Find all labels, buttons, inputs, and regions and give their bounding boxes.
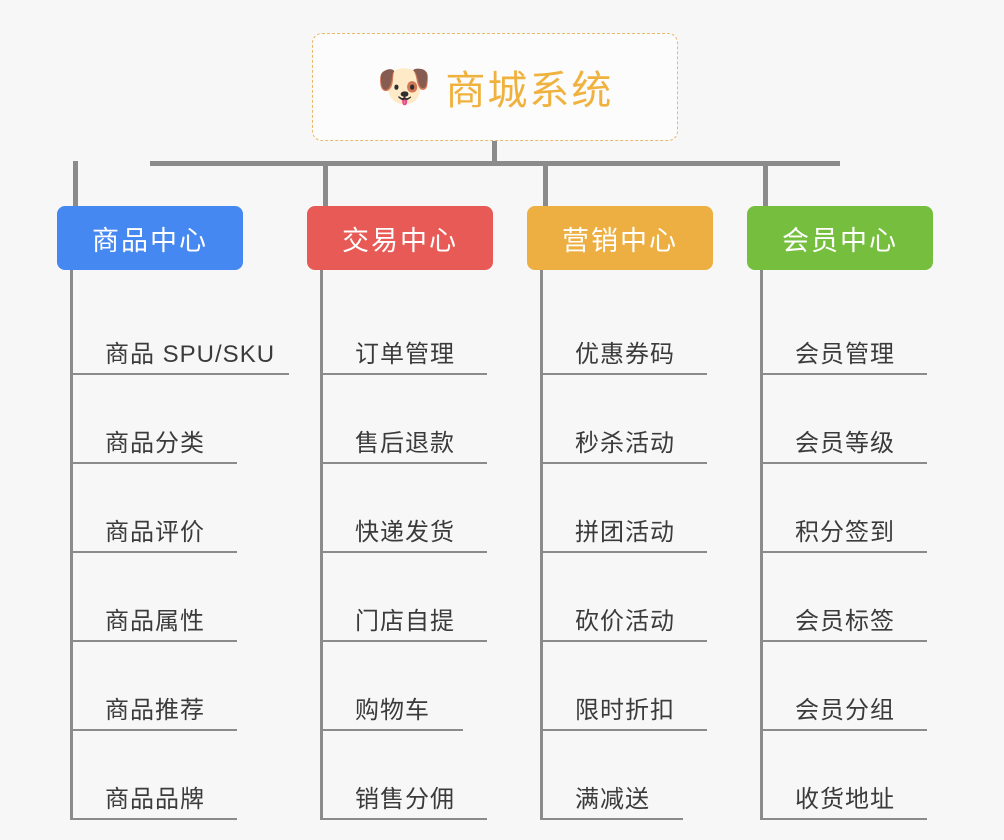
leaf-item[interactable]: 快递发货 [323,464,493,553]
leaf-underline [323,551,487,553]
leaf-item[interactable]: 商品分类 [73,375,243,464]
leaf-underline [323,640,487,642]
leaf-item[interactable]: 商品品牌 [73,731,243,820]
leaf-label: 商品品牌 [105,786,205,813]
leaf-item[interactable]: 销售分佣 [323,731,493,820]
leaf-label: 商品 SPU/SKU [105,341,276,368]
leaf-underline [543,729,707,731]
leaf-item[interactable]: 会员管理 [763,286,933,375]
leaf-label: 订单管理 [355,341,455,368]
leaf-underline [543,462,707,464]
leaf-underline [763,462,927,464]
leaf-item[interactable]: 商品推荐 [73,642,243,731]
leaf-item[interactable]: 会员标签 [763,553,933,642]
root-title: 商城系统 [445,69,614,113]
branch-header[interactable]: 会员中心 [747,206,933,270]
leaf-label: 门店自提 [355,608,455,635]
leaf-label: 积分签到 [795,519,895,546]
leaf-underline [73,373,289,375]
leaf-underline [763,373,927,375]
branch-header[interactable]: 交易中心 [307,206,493,270]
leaf-list: 订单管理售后退款快递发货门店自提购物车销售分佣 [320,270,493,820]
leaf-label: 满减送 [575,786,650,813]
leaf-label: 售后退款 [355,430,455,457]
leaf-underline [543,818,683,820]
branch-drop-connector [543,161,548,206]
leaf-underline [323,373,487,375]
leaf-label: 收货地址 [795,786,895,813]
leaf-label: 砍价活动 [575,608,675,635]
branch-column-3: 营销中心优惠券码秒杀活动拼团活动砍价活动限时折扣满减送 [527,206,713,820]
leaf-list: 商品 SPU/SKU 商品分类商品评价商品属性商品推荐商品品牌 [70,270,289,820]
leaf-label: 商品推荐 [105,697,205,724]
leaf-underline [73,640,237,642]
leaf-item[interactable]: 门店自提 [323,553,493,642]
leaf-list: 会员管理会员等级积分签到会员标签会员分组收货地址 [760,270,933,820]
leaf-label: 拼团活动 [575,519,675,546]
root-node[interactable]: 🐶 商城系统 [312,33,678,141]
leaf-item[interactable]: 限时折扣 [543,642,713,731]
leaf-underline [73,551,237,553]
leaf-label: 销售分佣 [355,786,455,813]
leaf-label: 购物车 [355,697,430,724]
branch-column-2: 交易中心订单管理售后退款快递发货门店自提购物车销售分佣 [307,206,493,820]
branch-column-1: 商品中心商品 SPU/SKU 商品分类商品评价商品属性商品推荐商品品牌 [57,206,289,820]
branch-drop-connector [323,161,328,206]
leaf-underline [323,818,487,820]
branch-drop-connector [763,161,768,206]
branch-drop-connector [73,161,78,206]
leaf-item[interactable]: 商品属性 [73,553,243,642]
leaf-underline [73,729,237,731]
leaf-label: 商品分类 [105,430,205,457]
branch-header[interactable]: 营销中心 [527,206,713,270]
leaf-item[interactable]: 收货地址 [763,731,933,820]
leaf-label: 商品属性 [105,608,205,635]
leaf-item[interactable]: 订单管理 [323,286,493,375]
leaf-underline [323,462,487,464]
leaf-underline [73,818,237,820]
leaf-label: 商品评价 [105,519,205,546]
leaf-underline [543,551,707,553]
branch-header[interactable]: 商品中心 [57,206,243,270]
leaf-label: 会员分组 [795,697,895,724]
branch-column-4: 会员中心会员管理会员等级积分签到会员标签会员分组收货地址 [747,206,933,820]
leaf-label: 秒杀活动 [575,430,675,457]
leaf-underline [763,729,927,731]
leaf-label: 快递发货 [355,519,455,546]
leaf-item[interactable]: 会员分组 [763,642,933,731]
leaf-label: 会员管理 [795,341,895,368]
leaf-item[interactable]: 秒杀活动 [543,375,713,464]
leaf-underline [73,462,237,464]
leaf-underline [543,640,707,642]
leaf-item[interactable]: 购物车 [323,642,493,731]
leaf-label: 会员标签 [795,608,895,635]
leaf-item[interactable]: 优惠券码 [543,286,713,375]
leaf-underline [763,551,927,553]
leaf-list: 优惠券码秒杀活动拼团活动砍价活动限时折扣满减送 [540,270,713,820]
leaf-underline [323,729,463,731]
leaf-underline [543,373,707,375]
leaf-item[interactable]: 积分签到 [763,464,933,553]
root-stem-connector [492,141,497,164]
leaf-label: 优惠券码 [575,341,675,368]
leaf-item[interactable]: 拼团活动 [543,464,713,553]
leaf-item[interactable]: 商品 SPU/SKU [73,286,289,375]
leaf-underline [763,640,927,642]
root-bus-connector [150,161,840,166]
leaf-item[interactable]: 会员等级 [763,375,933,464]
leaf-label: 会员等级 [795,430,895,457]
leaf-item[interactable]: 满减送 [543,731,713,820]
leaf-item[interactable]: 砍价活动 [543,553,713,642]
leaf-item[interactable]: 商品评价 [73,464,243,553]
leaf-item[interactable]: 售后退款 [323,375,493,464]
leaf-label: 限时折扣 [575,697,675,724]
dog-face-icon: 🐶 [376,62,432,111]
leaf-underline [763,818,927,820]
